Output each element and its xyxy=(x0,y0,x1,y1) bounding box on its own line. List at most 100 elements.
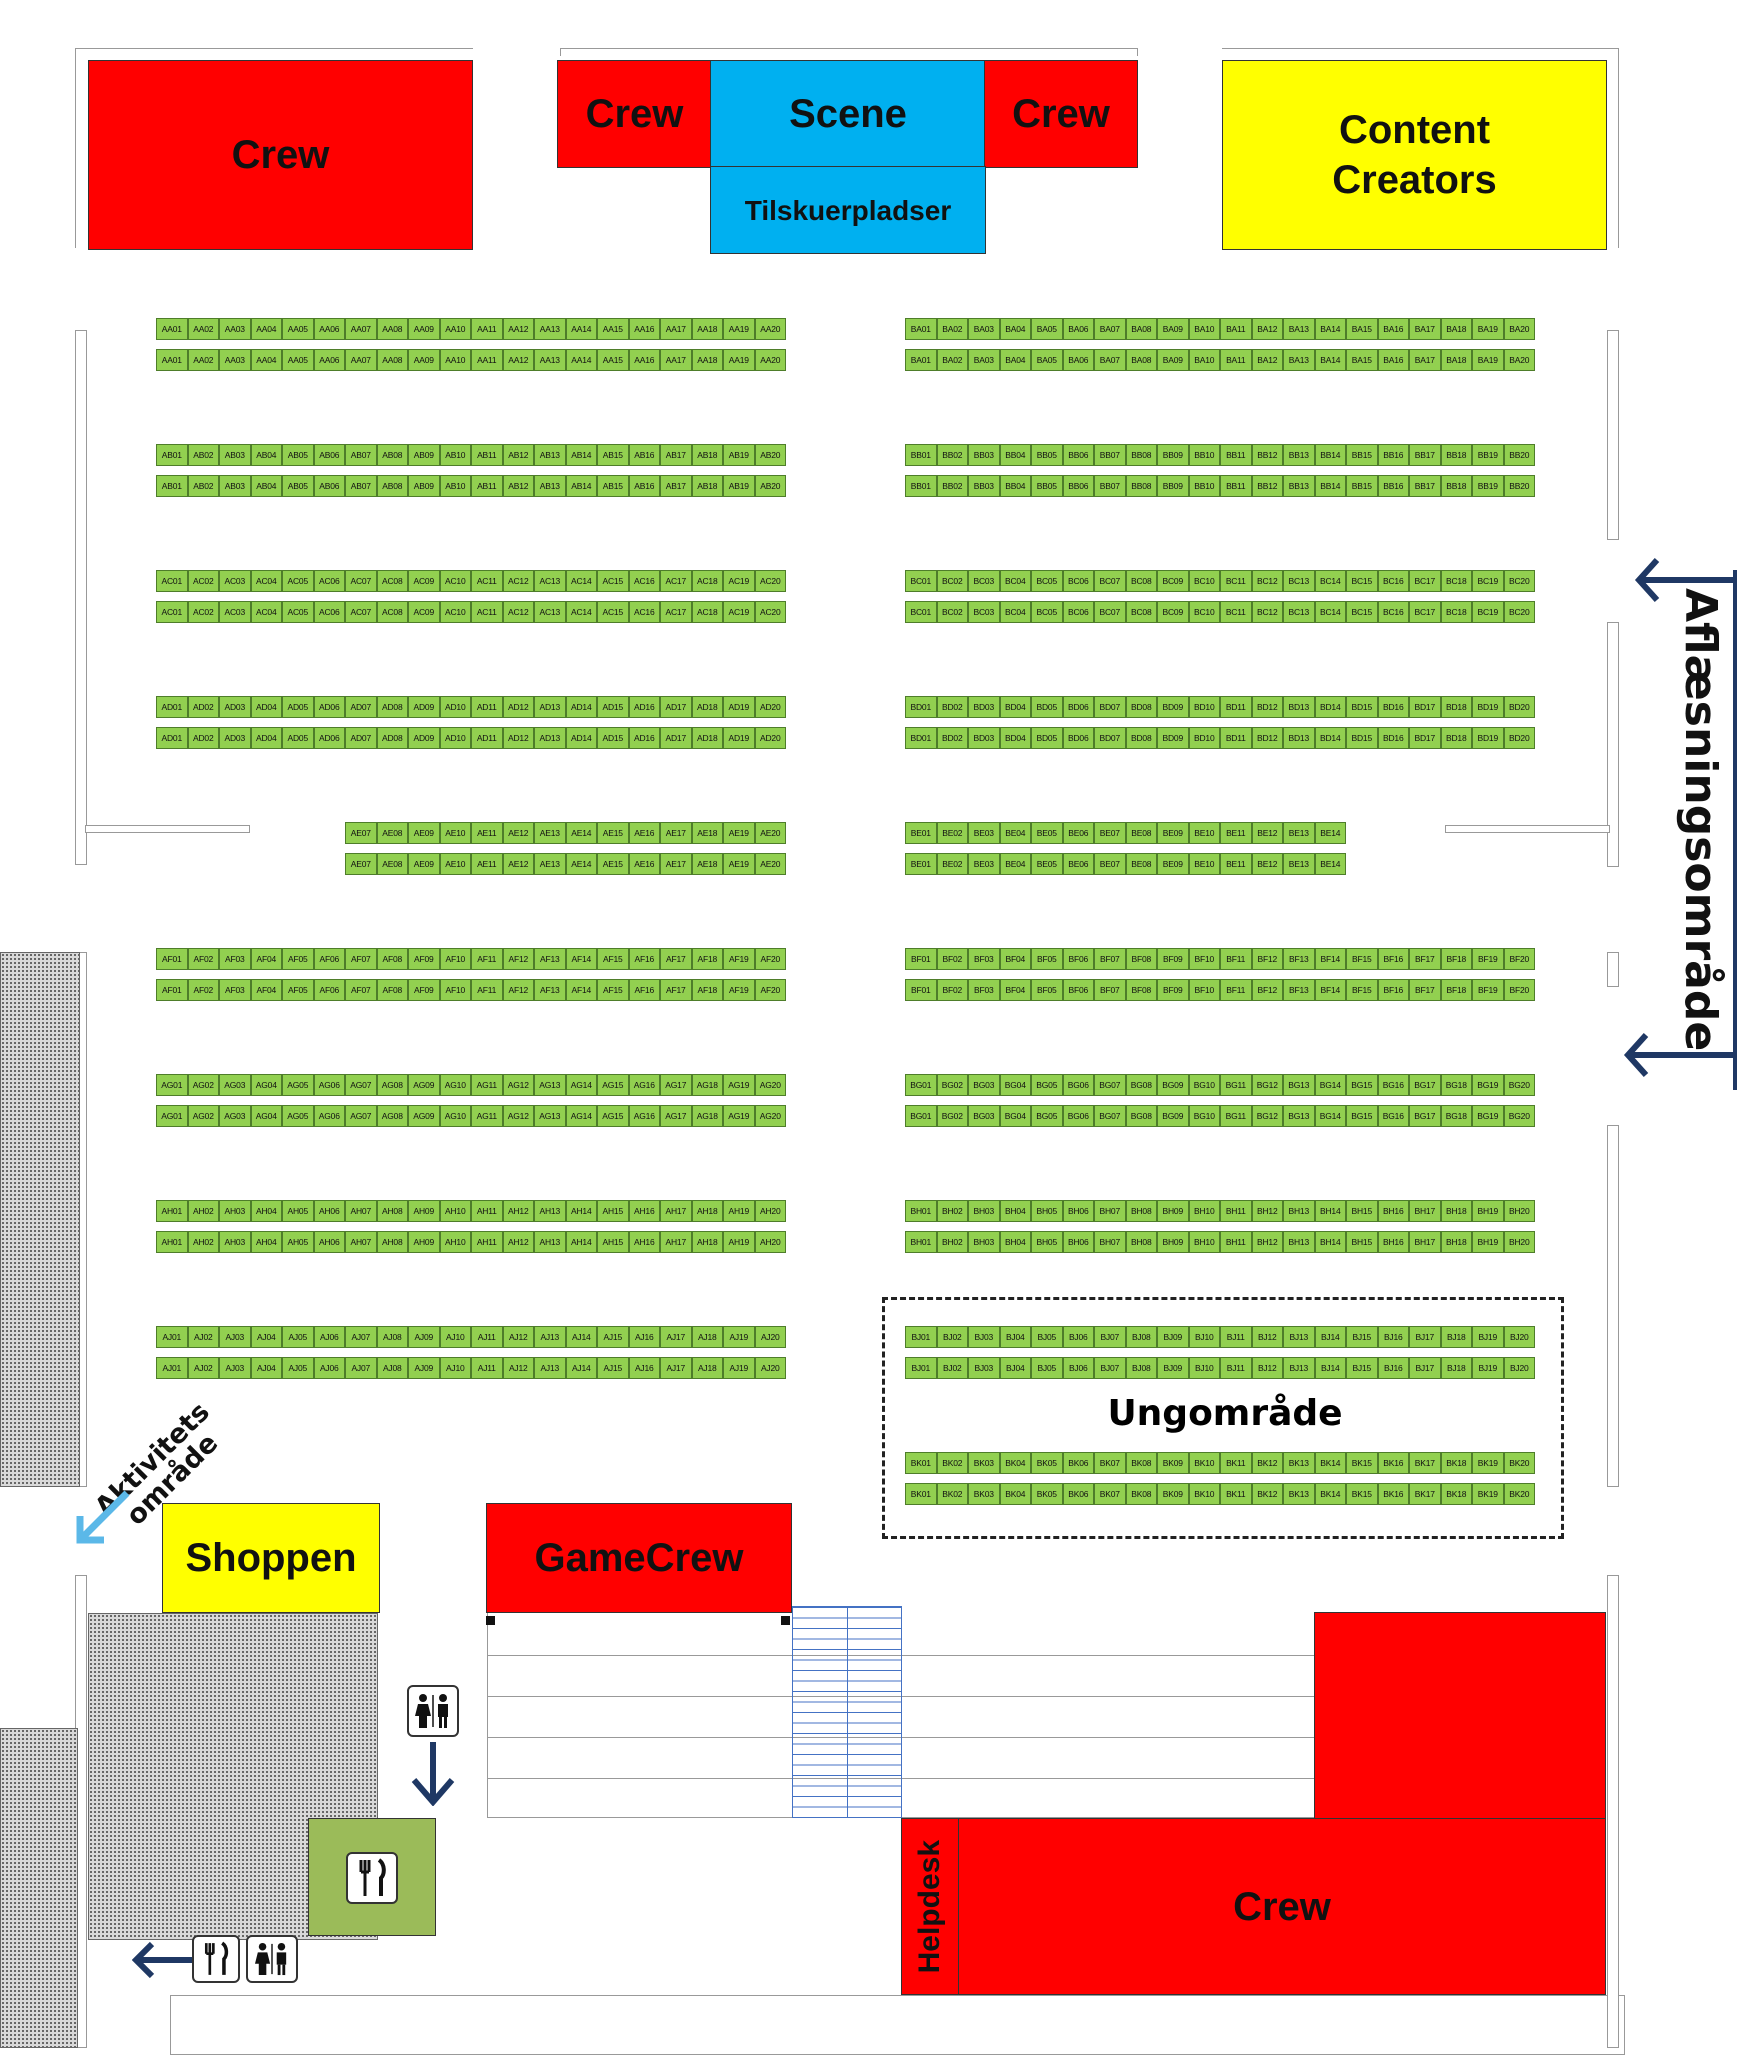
seat[interactable]: BF15 xyxy=(1346,948,1378,970)
seat[interactable]: BC17 xyxy=(1409,601,1441,623)
seat[interactable]: BG12 xyxy=(1251,1105,1283,1127)
seat[interactable]: BJ15 xyxy=(1346,1326,1378,1348)
seat[interactable]: AG11 xyxy=(471,1074,503,1096)
seat[interactable]: BH09 xyxy=(1157,1231,1189,1253)
seat[interactable]: AB20 xyxy=(754,444,786,466)
seat[interactable]: AA02 xyxy=(187,318,219,340)
seat[interactable]: AE18 xyxy=(691,853,723,875)
seat[interactable]: BH16 xyxy=(1377,1200,1409,1222)
seat[interactable]: BG16 xyxy=(1377,1105,1409,1127)
seat[interactable]: BG04 xyxy=(999,1074,1031,1096)
seat[interactable]: AA03 xyxy=(219,349,251,371)
seat[interactable]: BF01 xyxy=(905,948,937,970)
seat[interactable]: AB03 xyxy=(219,444,251,466)
seat[interactable]: AD02 xyxy=(187,696,219,718)
seat[interactable]: BB08 xyxy=(1125,475,1157,497)
seat[interactable]: BA13 xyxy=(1283,349,1315,371)
seat[interactable]: BE01 xyxy=(905,853,937,875)
seat[interactable]: BD16 xyxy=(1377,727,1409,749)
seat[interactable]: AC18 xyxy=(691,601,723,623)
seat[interactable]: BF05 xyxy=(1031,979,1063,1001)
seat[interactable]: AA18 xyxy=(691,318,723,340)
seat[interactable]: AF16 xyxy=(628,948,660,970)
seat[interactable]: AJ06 xyxy=(313,1326,345,1348)
seat[interactable]: AA18 xyxy=(691,349,723,371)
seat[interactable]: BD05 xyxy=(1031,696,1063,718)
seat[interactable]: AB02 xyxy=(187,475,219,497)
seat[interactable]: AB07 xyxy=(345,444,377,466)
seat[interactable]: BA16 xyxy=(1377,349,1409,371)
seat[interactable]: AJ01 xyxy=(156,1357,188,1379)
seat[interactable]: BB08 xyxy=(1125,444,1157,466)
seat[interactable]: AG18 xyxy=(691,1074,723,1096)
seat[interactable]: BC08 xyxy=(1125,601,1157,623)
seat[interactable]: BD04 xyxy=(999,727,1031,749)
seat[interactable]: BA01 xyxy=(905,318,937,340)
seat[interactable]: BD19 xyxy=(1472,727,1504,749)
seat[interactable]: BC02 xyxy=(936,570,968,592)
seat[interactable]: BC18 xyxy=(1440,601,1472,623)
seat[interactable]: AA08 xyxy=(376,349,408,371)
seat[interactable]: AE13 xyxy=(534,853,566,875)
seat[interactable]: BF04 xyxy=(999,979,1031,1001)
seat[interactable]: BJ11 xyxy=(1220,1357,1252,1379)
seat[interactable]: BD18 xyxy=(1440,727,1472,749)
seat[interactable]: AF02 xyxy=(187,948,219,970)
seat[interactable]: AC02 xyxy=(187,601,219,623)
seat[interactable]: BB01 xyxy=(905,475,937,497)
seat[interactable]: BH07 xyxy=(1094,1231,1126,1253)
seat[interactable]: AF06 xyxy=(313,979,345,1001)
seat[interactable]: AE20 xyxy=(754,853,786,875)
seat[interactable]: AF13 xyxy=(534,979,566,1001)
seat[interactable]: BA15 xyxy=(1346,349,1378,371)
seat[interactable]: AC19 xyxy=(723,601,755,623)
seat[interactable]: AF09 xyxy=(408,979,440,1001)
seat[interactable]: BK02 xyxy=(936,1483,968,1505)
seat[interactable]: AD19 xyxy=(723,727,755,749)
seat[interactable]: AB09 xyxy=(408,444,440,466)
seat[interactable]: BE13 xyxy=(1283,853,1315,875)
seat[interactable]: AF12 xyxy=(502,979,534,1001)
seat[interactable]: BD09 xyxy=(1157,696,1189,718)
seat[interactable]: AH14 xyxy=(565,1200,597,1222)
seat[interactable]: AF10 xyxy=(439,948,471,970)
seat[interactable]: AC19 xyxy=(723,570,755,592)
seat[interactable]: AB11 xyxy=(471,475,503,497)
seat[interactable]: BK16 xyxy=(1377,1452,1409,1474)
seat[interactable]: BJ13 xyxy=(1283,1326,1315,1348)
seat[interactable]: AA15 xyxy=(597,318,629,340)
seat[interactable]: AD08 xyxy=(376,696,408,718)
seat[interactable]: AD10 xyxy=(439,696,471,718)
seat[interactable]: AC12 xyxy=(502,601,534,623)
seat[interactable]: AH01 xyxy=(156,1200,188,1222)
seat[interactable]: BA20 xyxy=(1503,349,1535,371)
seat[interactable]: AG17 xyxy=(660,1105,692,1127)
seat[interactable]: AE09 xyxy=(408,853,440,875)
seat[interactable]: BH05 xyxy=(1031,1200,1063,1222)
seat[interactable]: BJ05 xyxy=(1031,1357,1063,1379)
seat[interactable]: AF20 xyxy=(754,979,786,1001)
seat[interactable]: BB11 xyxy=(1220,475,1252,497)
seat[interactable]: AE17 xyxy=(660,822,692,844)
seat[interactable]: AH03 xyxy=(219,1231,251,1253)
seat[interactable]: AH20 xyxy=(754,1200,786,1222)
seat[interactable]: BB16 xyxy=(1377,475,1409,497)
seat[interactable]: AA20 xyxy=(754,349,786,371)
seat[interactable]: BB18 xyxy=(1440,475,1472,497)
seat[interactable]: BH08 xyxy=(1125,1231,1157,1253)
seat[interactable]: AE11 xyxy=(471,853,503,875)
seat[interactable]: AG16 xyxy=(628,1074,660,1096)
seat[interactable]: BD13 xyxy=(1283,696,1315,718)
seat[interactable]: AJ01 xyxy=(156,1326,188,1348)
seat[interactable]: AJ19 xyxy=(723,1357,755,1379)
seat[interactable]: AA01 xyxy=(156,318,188,340)
seat[interactable]: AJ06 xyxy=(313,1357,345,1379)
seat[interactable]: AJ09 xyxy=(408,1357,440,1379)
seat[interactable]: BF17 xyxy=(1409,948,1441,970)
seat[interactable]: AG10 xyxy=(439,1105,471,1127)
seat[interactable]: AF15 xyxy=(597,979,629,1001)
seat[interactable]: BB06 xyxy=(1062,444,1094,466)
seat[interactable]: AC14 xyxy=(565,601,597,623)
seat[interactable]: BF20 xyxy=(1503,948,1535,970)
seat[interactable]: AC14 xyxy=(565,570,597,592)
